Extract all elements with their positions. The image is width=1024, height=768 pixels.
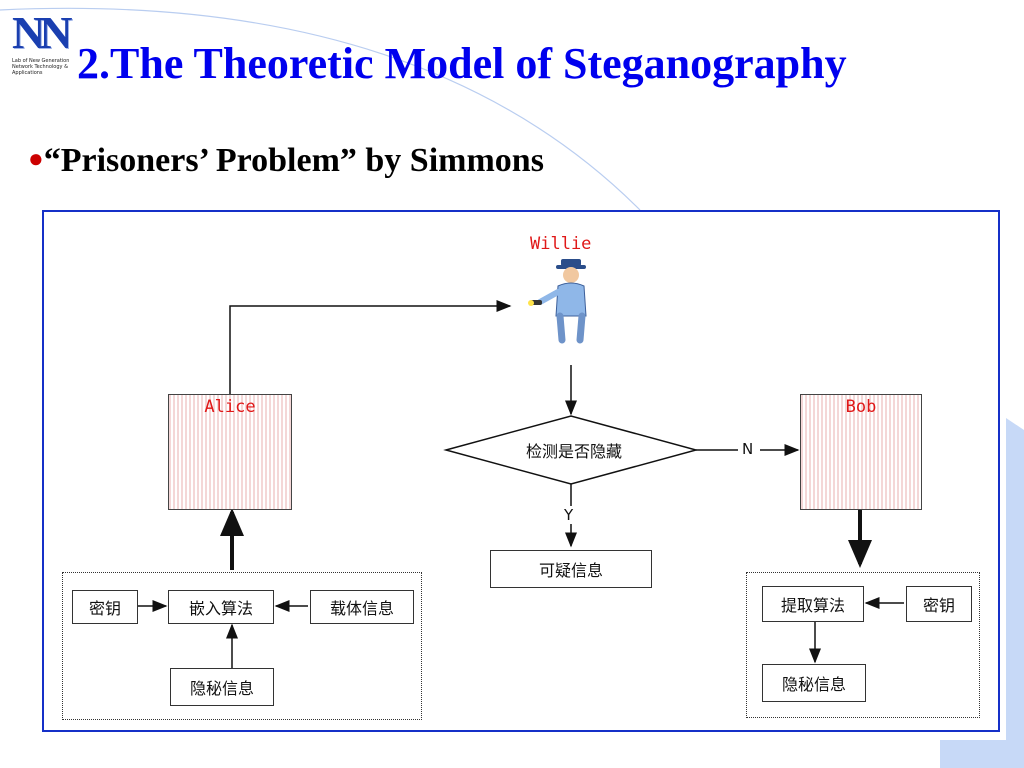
alice-process-group [62, 572, 422, 720]
lab-logo: NN Lab of New Generation Network Technol… [12, 10, 76, 90]
willie-guard-icon [528, 259, 587, 344]
alice-key-box: 密钥 [72, 590, 138, 624]
bob-process-group [746, 572, 980, 718]
edge-no-label: N [742, 440, 754, 458]
bullet-text: “Prisoners’ Problem” by Simmons [43, 142, 544, 179]
diagram-panel: Willie Alice Bob 检测是否隐藏 N Y 可疑信息 密钥 嵌入算法… [42, 210, 1000, 732]
alice-label: Alice [204, 397, 256, 417]
decision-label: 检测是否隐藏 [525, 442, 622, 461]
bullet-point: ●“Prisoners’ Problem” by Simmons [28, 142, 544, 180]
bob-secret-box: 隐秘信息 [762, 664, 866, 702]
edge-yes-label: Y [564, 506, 574, 524]
bullet-icon: ● [28, 144, 44, 173]
cover-info-box: 载体信息 [310, 590, 414, 624]
willie-label: Willie [530, 234, 592, 254]
logo-caption: Lab of New Generation Network Technology… [12, 58, 70, 76]
logo-mark: NN [12, 7, 72, 58]
edge-alice-to-willie [229, 300, 512, 394]
bob-label: Bob [845, 397, 877, 417]
bob-key-box: 密钥 [906, 586, 972, 622]
slide-title: 2.The Theoretic Model of Steganography [77, 39, 847, 88]
bob-node: Bob [800, 394, 922, 510]
alice-secret-box: 隐秘信息 [170, 668, 274, 706]
embed-algorithm-box: 嵌入算法 [168, 590, 274, 624]
alice-node: Alice [168, 394, 292, 510]
suspicious-info-box: 可疑信息 [490, 550, 652, 588]
extract-algorithm-box: 提取算法 [762, 586, 864, 622]
